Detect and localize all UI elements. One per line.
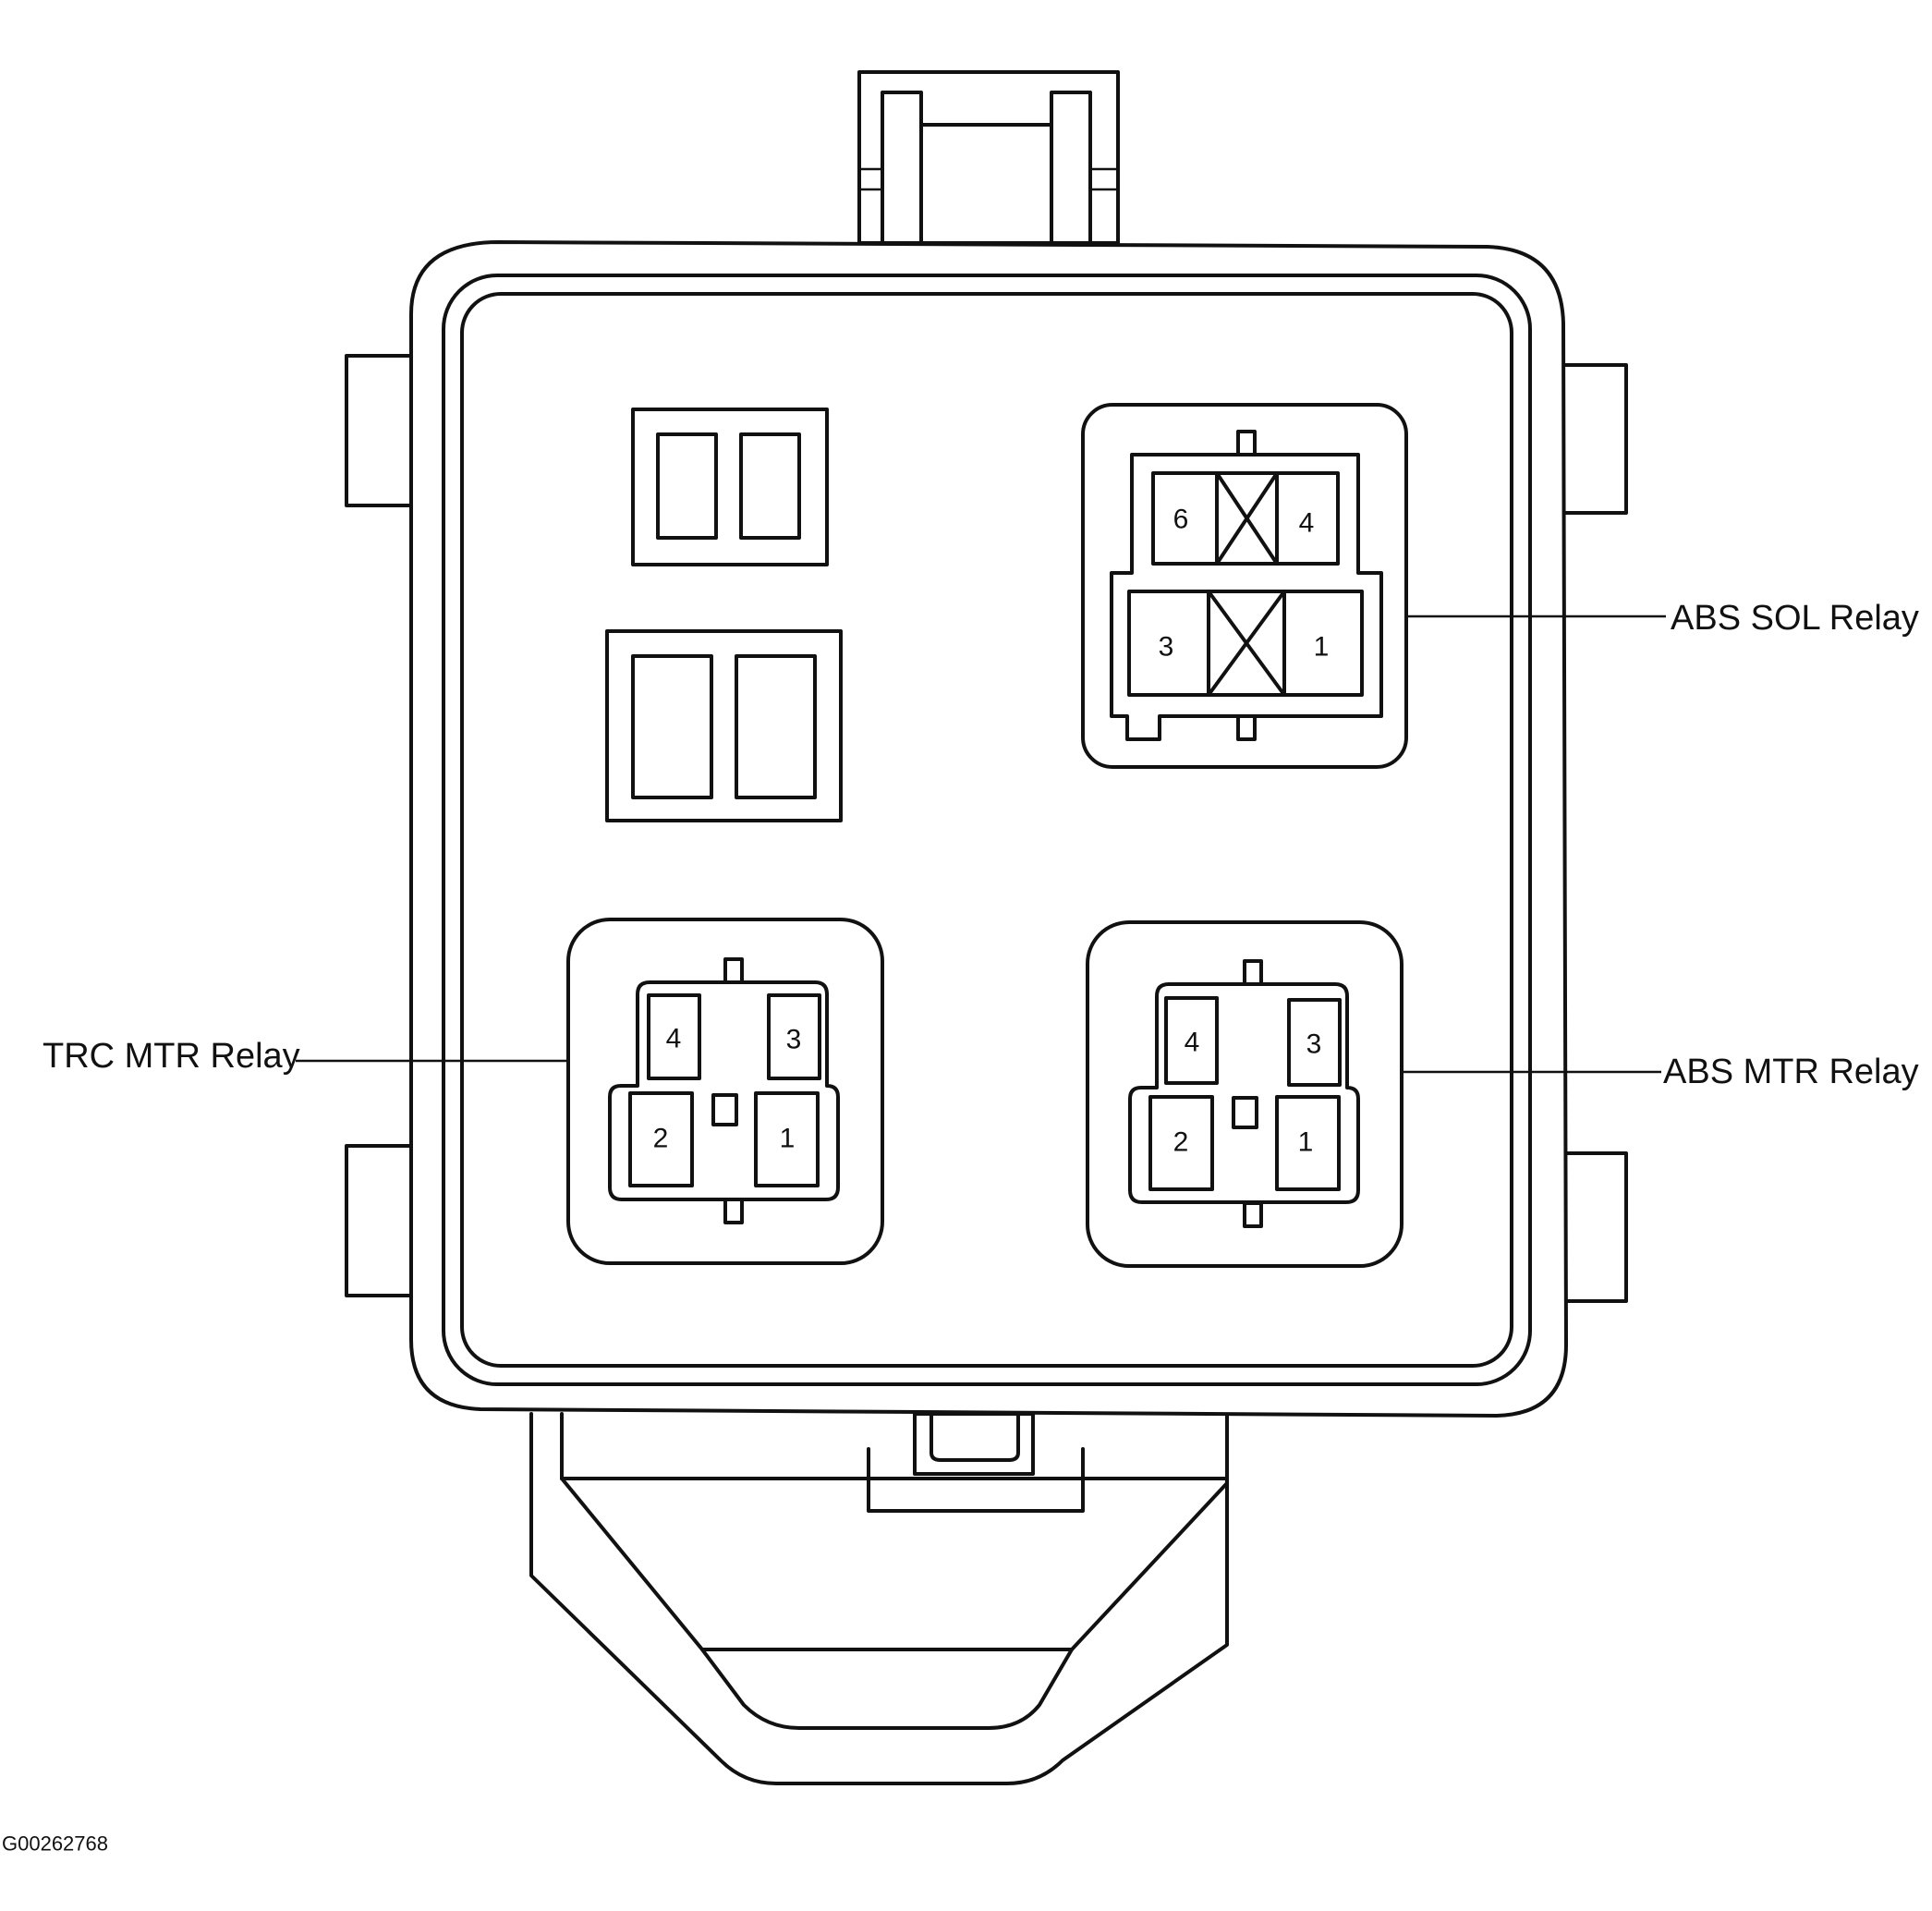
abs-sol-pin-4: 4 xyxy=(1299,508,1315,539)
trc-mtr-relay-socket: 4 3 2 1 xyxy=(566,918,884,1265)
top-latch xyxy=(857,70,1120,245)
abs-mtr-pin-4: 4 xyxy=(1185,1028,1200,1058)
fuse-slot-large xyxy=(605,629,843,822)
trc-mtr-pin-3: 3 xyxy=(786,1025,802,1055)
trc-mtr-pin-1: 1 xyxy=(780,1124,796,1154)
main-housing xyxy=(409,240,1568,1418)
abs-sol-pin-3: 3 xyxy=(1159,632,1174,663)
abs-mtr-pin-3: 3 xyxy=(1306,1029,1322,1060)
abs-sol-relay-label: ABS SOL Relay xyxy=(1671,599,1919,638)
fuse-slot-small xyxy=(631,408,829,566)
abs-sol-pin-1: 1 xyxy=(1314,632,1330,663)
abs-sol-pin-6: 6 xyxy=(1173,505,1189,535)
abs-mtr-pin-2: 2 xyxy=(1173,1127,1189,1158)
trc-mtr-relay-label: TRC MTR Relay xyxy=(43,1037,300,1076)
trc-mtr-pin-2: 2 xyxy=(653,1124,669,1154)
figure-code: G00262768 xyxy=(2,1832,108,1856)
abs-sol-relay-socket: 6 4 3 1 xyxy=(1081,403,1408,769)
abs-mtr-relay-socket: 4 3 2 1 xyxy=(1086,920,1403,1268)
abs-mtr-pin-1: 1 xyxy=(1298,1127,1314,1158)
trc-mtr-pin-4: 4 xyxy=(666,1024,682,1054)
abs-mtr-relay-label: ABS MTR Relay xyxy=(1663,1053,1919,1091)
bottom-connector xyxy=(529,1412,1229,1785)
